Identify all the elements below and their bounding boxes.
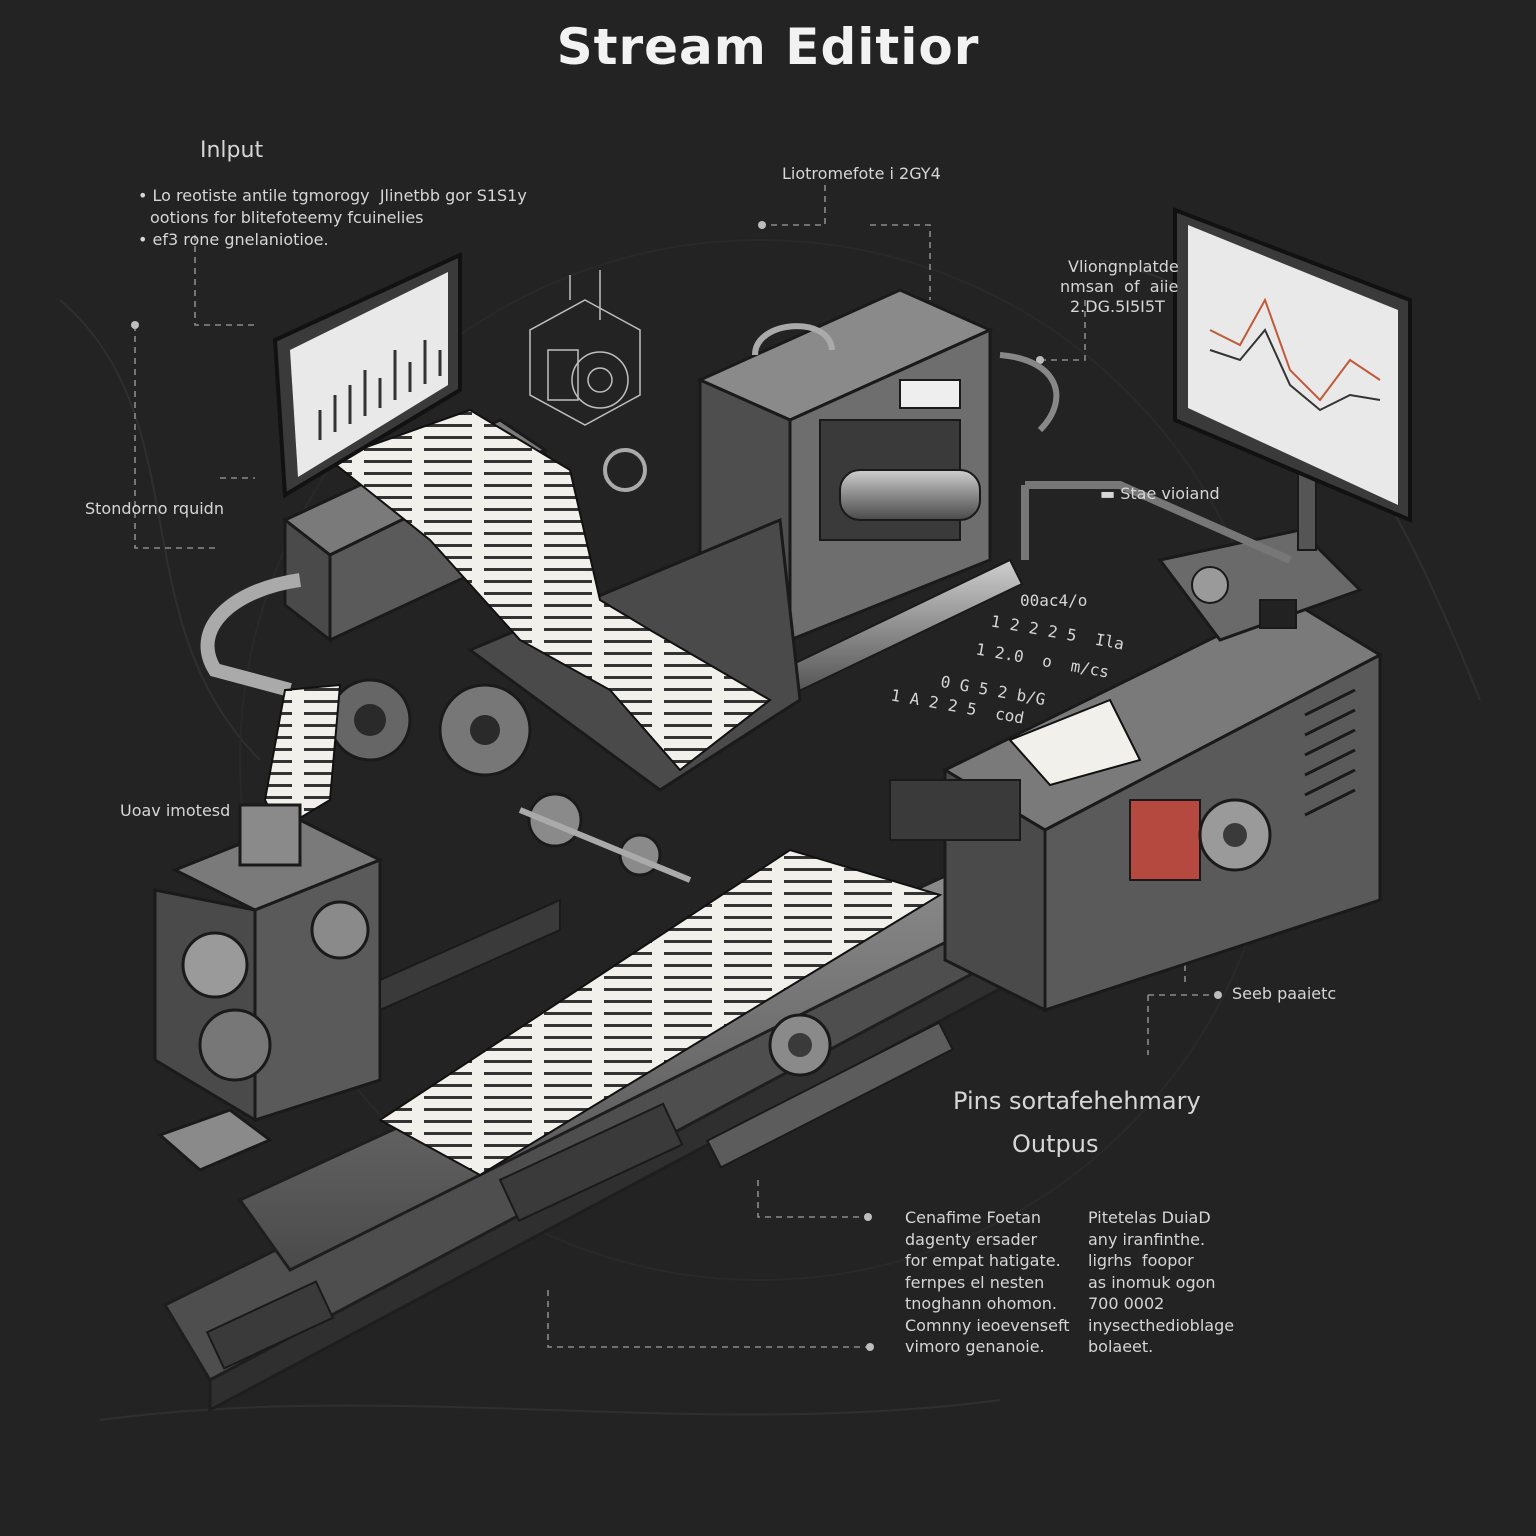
- numeric-readout-1: 00ac4/o: [1020, 591, 1088, 610]
- leader-dots: [131, 221, 1222, 1351]
- standard-input-label: Stondorno rquidn: [85, 499, 224, 518]
- input-bullet-1-line-a: Lo reotiste antile tgmorogy Jlinetbb gor…: [152, 186, 527, 205]
- input-bullet-1: • Lo reotiste antile tgmorogy Jlinetbb g…: [138, 186, 527, 205]
- hexagon-gear-schematic-icon: [529, 270, 641, 426]
- output-notes-column-2: Pitetelas DuiaD any iranfinthe. ligrhs f…: [1088, 1207, 1234, 1358]
- input-bullet-2-text: ef3 rone gnelaniotioe.: [152, 230, 329, 249]
- stage-label: ▬ Stae vioiand: [1100, 484, 1220, 503]
- input-paper-stream: [327, 408, 772, 772]
- output-conveyor: [162, 858, 1048, 1413]
- col2-line-1: Pitetelas DuiaD: [1088, 1208, 1211, 1227]
- pins-label: Pins sortafehehmary: [953, 1087, 1201, 1115]
- top-center-label: Liotromefote i 2GY4: [782, 164, 941, 183]
- input-paper-drop: [263, 683, 342, 832]
- col1-line-6: Comnny ieoevenseft: [905, 1315, 1070, 1335]
- input-bullet-1-line-b: ootions for blitefoteemy fcuinelies: [150, 208, 424, 227]
- input-bullet-2: • ef3 rone gnelaniotioe.: [138, 230, 329, 249]
- seeb-label: Seeb paaietc: [1232, 984, 1337, 1003]
- col2-line-3: ligrhs foopor: [1088, 1251, 1194, 1270]
- col2-line-6: inysecthedioblage: [1088, 1315, 1235, 1335]
- col2-line-7: bolaeet.: [1088, 1337, 1154, 1356]
- right-upper-label-2: nmsan of aiie: [1060, 277, 1179, 296]
- col1-line-4: fernpes el nesten: [905, 1272, 1045, 1292]
- stage-label-text: Stae vioiand: [1120, 484, 1220, 503]
- user-instead-label: Uoav imotesd: [120, 801, 231, 820]
- col1-line-5: tnoghann ohomon.: [905, 1294, 1057, 1313]
- output-paper-stream: [378, 848, 943, 1177]
- col1-line-1: Cenafime Foetan: [905, 1208, 1042, 1227]
- right-upper-label-1: Vliongnplatde: [1068, 257, 1179, 276]
- bar-chart-monitor-icon: [272, 251, 462, 499]
- right-upper-label-3: 2.DG.5I5I5T: [1070, 297, 1165, 316]
- drive-gearbox: [153, 792, 692, 1172]
- col1-line-2: dagenty ersader: [905, 1229, 1038, 1249]
- col1-line-3: for empat hatigate.: [905, 1251, 1061, 1270]
- line-chart-monitor-icon: [1173, 207, 1412, 551]
- col2-line-2: any iranfinthe.: [1088, 1229, 1206, 1249]
- diagram-title: Stream Editior: [556, 18, 980, 76]
- output-notes-column-1: Cenafime Foetan dagenty ersader for empa…: [905, 1207, 1070, 1358]
- col1-line-7: vimoro genanoie.: [905, 1337, 1045, 1356]
- output-label: Outpus: [1012, 1130, 1099, 1158]
- output-stamping-machine: [889, 528, 1384, 1013]
- col2-line-5: 700 0002: [1088, 1294, 1165, 1313]
- input-heading: Inlput: [200, 138, 264, 163]
- col2-line-4: as inomuk ogon: [1088, 1272, 1216, 1292]
